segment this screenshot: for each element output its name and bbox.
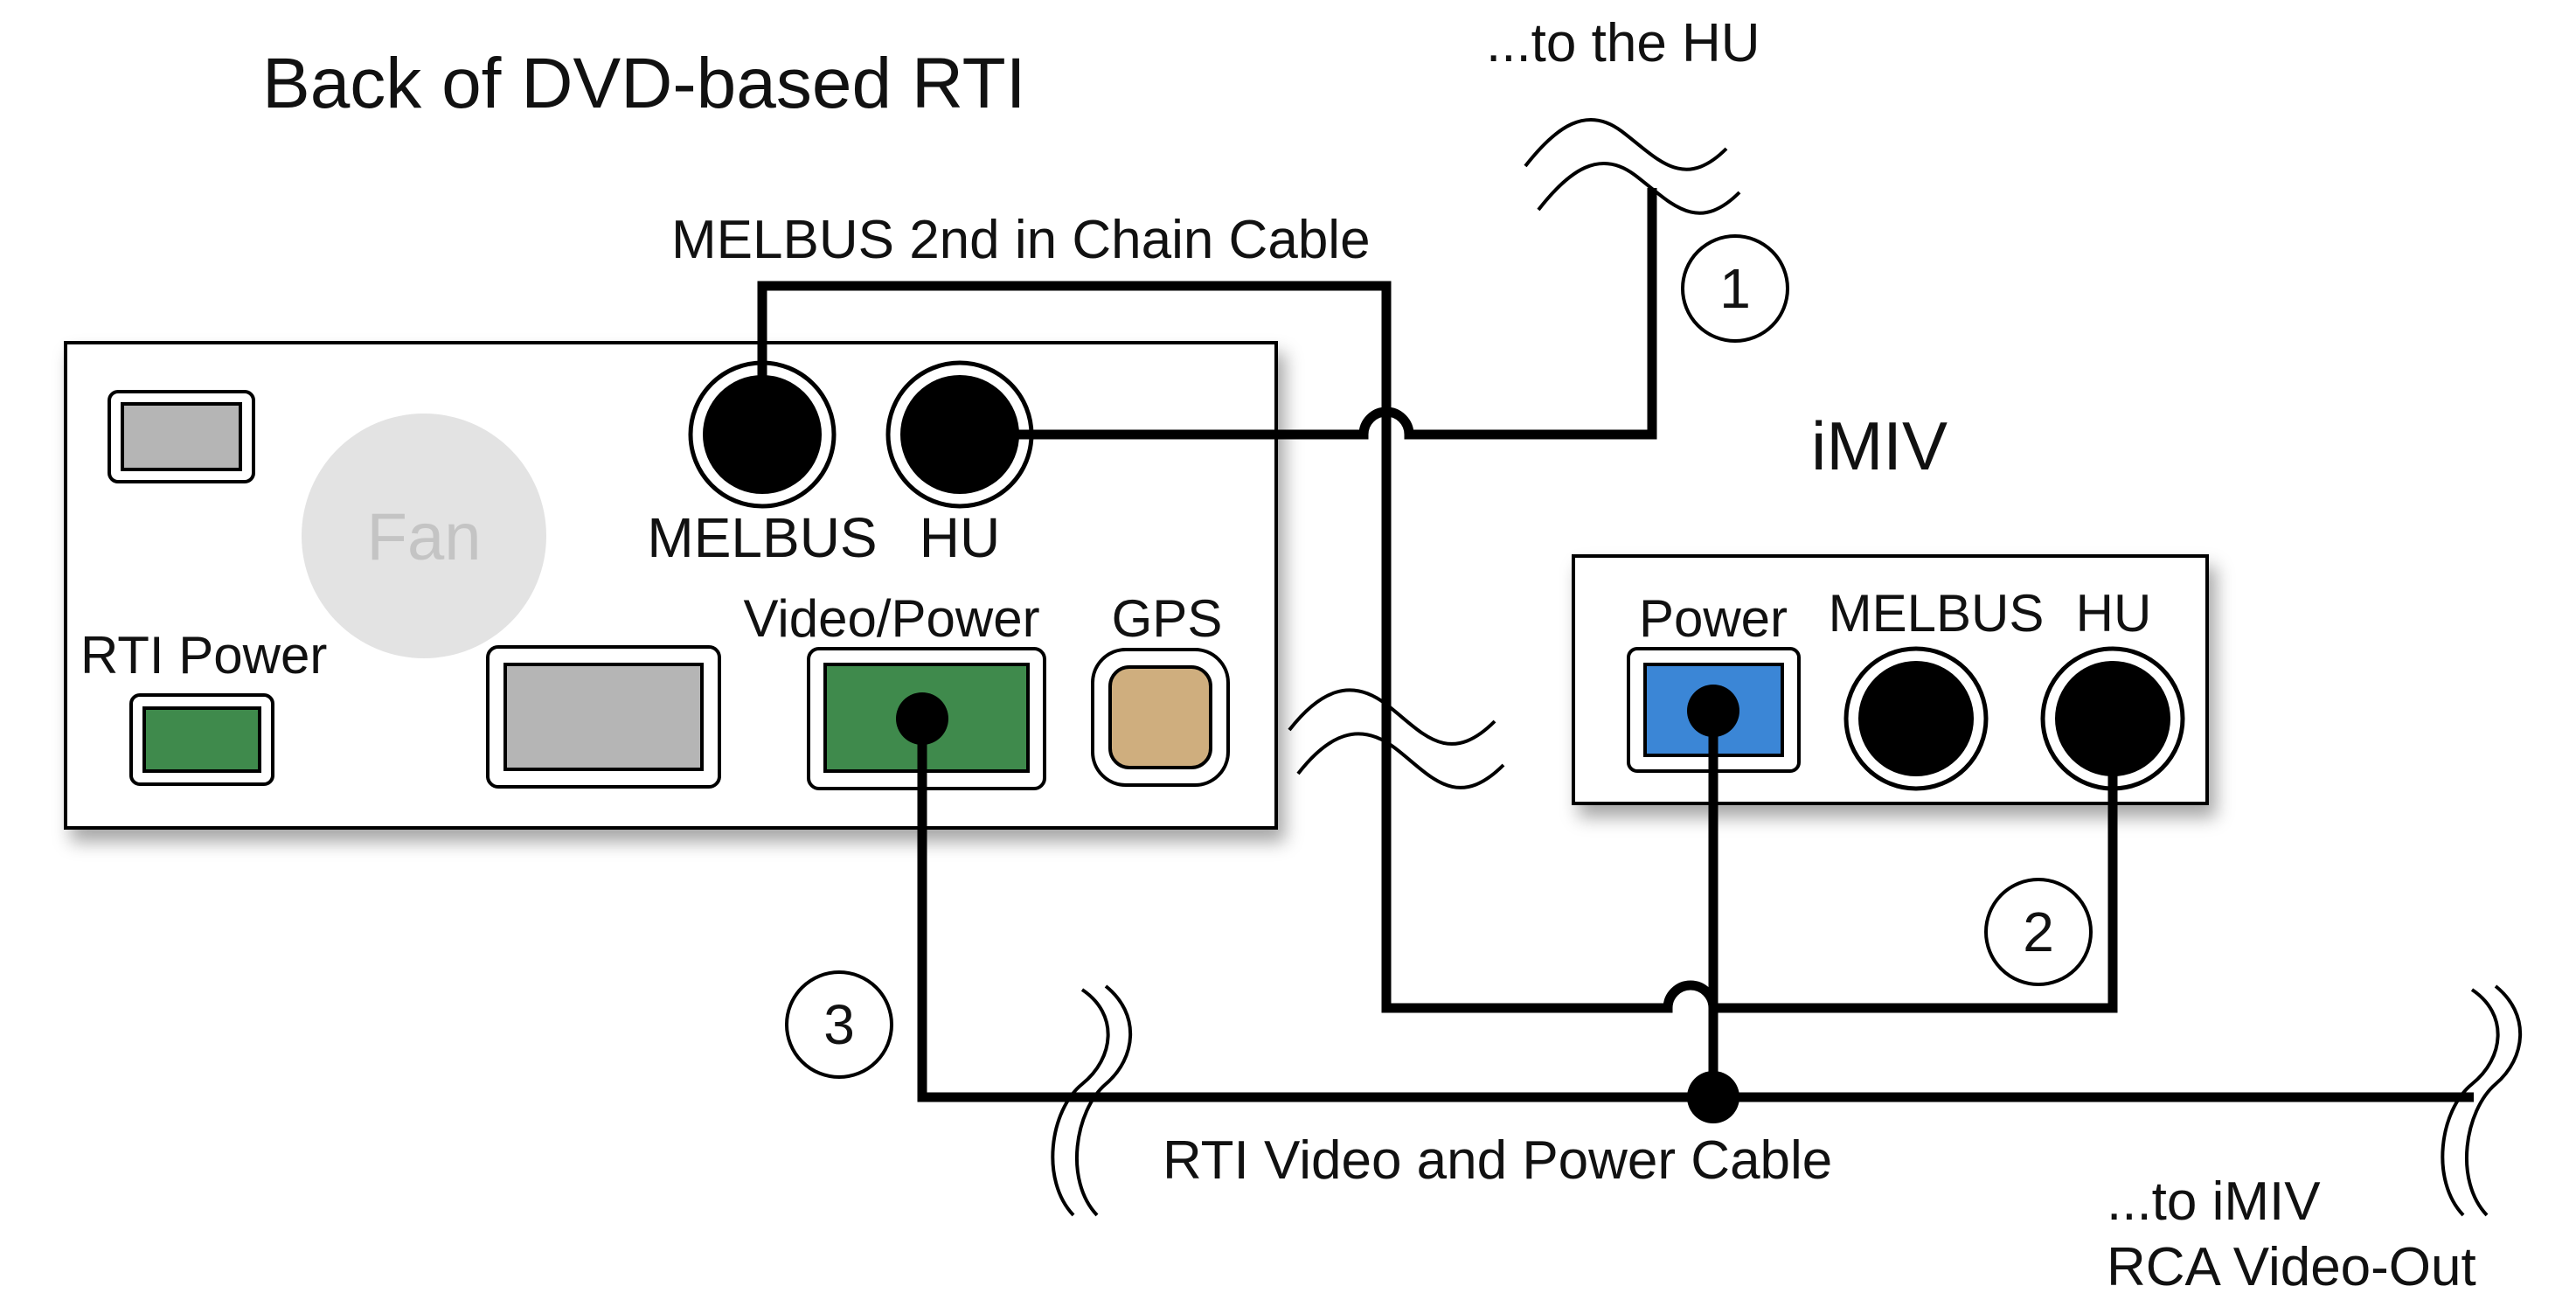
marker-1-text: 1 [1719, 257, 1751, 320]
video-power-label: Video/Power [743, 589, 1039, 648]
marker-3-text: 3 [823, 993, 855, 1056]
diagram-title: Back of DVD-based RTI [262, 44, 1026, 123]
melbus-chain-cable-label: MELBUS 2nd in Chain Cable [671, 210, 1371, 270]
gps-port [1091, 648, 1230, 787]
fan-icon: Fan [302, 414, 546, 658]
video-power-cable-label: RTI Video and Power Cable [1163, 1130, 1832, 1191]
to-imiv-label: ...to iMIV [2107, 1171, 2321, 1232]
rti-power-label: RTI Power [80, 626, 327, 685]
break-mark-to-hu [1524, 117, 1741, 215]
rti-back-panel: Fan MELBUS HU RTI Power Video/Power [64, 341, 1278, 830]
imiv-hu-label: HU [2076, 584, 2152, 643]
video-power-connector-dot [896, 692, 948, 745]
rti-aux-port [108, 390, 255, 483]
imiv-power-connector-dot [1687, 685, 1739, 737]
rca-video-out-label: RCA Video-Out [2107, 1237, 2476, 1297]
marker-2-text: 2 [2023, 900, 2054, 963]
marker-2: 2 [1984, 878, 2093, 986]
rti-power-port [129, 693, 274, 786]
rti-large-port [486, 645, 721, 789]
cable-junction-dot [1687, 1071, 1739, 1123]
imiv-title: iMIV [1811, 407, 1948, 484]
cable-video-power [917, 719, 2474, 1102]
imiv-melbus-port [1843, 646, 1989, 791]
break-mark-rti-imiv [1288, 688, 1505, 789]
fan-label: Fan [367, 500, 482, 574]
gps-label: GPS [1112, 589, 1223, 648]
imiv-melbus-label: MELBUS [1829, 584, 2045, 643]
marker-3: 3 [785, 970, 893, 1079]
break-mark-video-cable-right [2441, 984, 2523, 1217]
break-mark-video-cable-left [1051, 984, 1133, 1217]
rti-melbus-label: MELBUS [647, 506, 877, 569]
imiv-power-label: Power [1639, 589, 1788, 648]
rti-hu-label: HU [920, 506, 1000, 569]
to-hu-label: ...to the HU [1486, 13, 1760, 73]
marker-1: 1 [1681, 234, 1789, 343]
